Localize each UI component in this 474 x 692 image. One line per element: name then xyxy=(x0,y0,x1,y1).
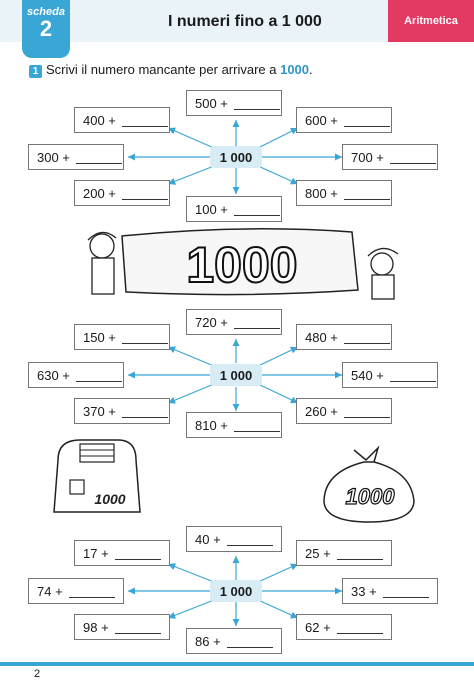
addend-label: 500 + xyxy=(195,95,228,111)
addend-label: 100 + xyxy=(195,201,228,217)
addend-label: 810 + xyxy=(195,417,228,433)
sum-box: 62 + xyxy=(296,614,392,640)
sum-box: 480 + xyxy=(296,324,392,350)
sum-box: 700 + xyxy=(342,144,438,170)
page-header: scheda 2 I numeri fino a 1 000 Aritmetic… xyxy=(0,0,474,58)
addend-label: 25 + xyxy=(305,545,331,561)
answer-blank[interactable] xyxy=(121,331,168,344)
sum-box: 810 + xyxy=(186,412,282,438)
exercise-number: 1 xyxy=(29,65,42,78)
arrows-group-1 xyxy=(127,120,342,194)
answer-blank[interactable] xyxy=(336,621,383,634)
answer-blank[interactable] xyxy=(114,547,161,560)
answer-blank[interactable] xyxy=(68,585,115,598)
scheda-badge: scheda 2 xyxy=(22,0,70,58)
answer-blank[interactable] xyxy=(233,316,280,329)
sum-box: 600 + xyxy=(296,107,392,133)
addend-label: 150 + xyxy=(83,329,116,345)
subject-tab: Aritmetica xyxy=(388,0,474,42)
addend-label: 40 + xyxy=(195,531,221,547)
answer-blank[interactable] xyxy=(233,203,280,216)
sum-box: 74 + xyxy=(28,578,124,604)
addend-label: 74 + xyxy=(37,583,63,599)
schoolbag-illustration: 1000 xyxy=(53,439,141,513)
sum-box: 260 + xyxy=(296,398,392,424)
answer-blank[interactable] xyxy=(226,533,273,546)
answer-blank[interactable] xyxy=(121,187,168,200)
answer-blank[interactable] xyxy=(114,621,161,634)
exercise-instruction: 1 Scrivi il numero mancante per arrivare … xyxy=(29,62,313,78)
addend-label: 720 + xyxy=(195,314,228,330)
addend-label: 300 + xyxy=(37,149,70,165)
answer-blank[interactable] xyxy=(343,405,390,418)
addend-label: 98 + xyxy=(83,619,109,635)
sum-box: 720 + xyxy=(186,309,282,335)
sum-box: 86 + xyxy=(186,628,282,654)
page-number: 2 xyxy=(34,668,41,680)
sum-box: 300 + xyxy=(28,144,124,170)
instruction-text: Scrivi il numero mancante per arrivare a xyxy=(46,62,281,77)
addend-label: 62 + xyxy=(305,619,331,635)
addend-label: 630 + xyxy=(37,367,70,383)
sum-box: 500 + xyxy=(186,90,282,116)
answer-blank[interactable] xyxy=(389,369,436,382)
sum-box: 400 + xyxy=(74,107,170,133)
addend-label: 400 + xyxy=(83,112,116,128)
sum-box: 630 + xyxy=(28,362,124,388)
addend-label: 600 + xyxy=(305,112,338,128)
answer-blank[interactable] xyxy=(343,114,390,127)
sum-box: 25 + xyxy=(296,540,392,566)
sum-box: 17 + xyxy=(74,540,170,566)
sum-box: 40 + xyxy=(186,526,282,552)
page-title: I numeri fino a 1 000 xyxy=(168,13,322,30)
sum-box: 98 + xyxy=(74,614,170,640)
sum-box: 33 + xyxy=(342,578,438,604)
addend-label: 370 + xyxy=(83,403,116,419)
answer-blank[interactable] xyxy=(233,97,280,110)
answer-blank[interactable] xyxy=(233,419,280,432)
center-1000: 1 000 xyxy=(210,364,262,386)
badge-number: 2 xyxy=(39,16,53,41)
addend-label: 260 + xyxy=(305,403,338,419)
badge-label: scheda xyxy=(27,6,65,18)
center-1000: 1 000 xyxy=(210,146,262,168)
answer-blank[interactable] xyxy=(121,114,168,127)
arrows-group-3 xyxy=(127,556,342,626)
sum-box: 800 + xyxy=(296,180,392,206)
answer-blank[interactable] xyxy=(336,547,383,560)
addend-label: 540 + xyxy=(351,367,384,383)
addend-label: 17 + xyxy=(83,545,109,561)
addend-label: 800 + xyxy=(305,185,338,201)
money-sack-illustration: 1000 xyxy=(323,445,415,523)
answer-blank[interactable] xyxy=(343,331,390,344)
addend-label: 700 + xyxy=(351,149,384,165)
addend-label: 86 + xyxy=(195,633,221,649)
answer-blank[interactable] xyxy=(75,369,122,382)
answer-blank[interactable] xyxy=(75,151,122,164)
sack-number-text: 1000 xyxy=(346,484,396,509)
answer-blank[interactable] xyxy=(382,585,429,598)
sum-box: 540 + xyxy=(342,362,438,388)
answer-blank[interactable] xyxy=(121,405,168,418)
answer-blank[interactable] xyxy=(389,151,436,164)
banner-number-text: 1000 xyxy=(186,237,297,293)
footer-rule xyxy=(0,662,474,666)
answer-blank[interactable] xyxy=(226,635,273,648)
bag-number-text: 1000 xyxy=(94,491,125,507)
instruction-end: . xyxy=(309,62,313,77)
addend-label: 480 + xyxy=(305,329,338,345)
addend-label: 33 + xyxy=(351,583,377,599)
arrows-group-2 xyxy=(127,339,342,411)
kids-banner-illustration: 1000 xyxy=(87,228,399,300)
sum-box: 100 + xyxy=(186,196,282,222)
sum-box: 200 + xyxy=(74,180,170,206)
sum-box: 370 + xyxy=(74,398,170,424)
sum-box: 150 + xyxy=(74,324,170,350)
addend-label: 200 + xyxy=(83,185,116,201)
center-1000: 1 000 xyxy=(210,580,262,602)
answer-blank[interactable] xyxy=(343,187,390,200)
instruction-highlight: 1000 xyxy=(280,62,310,77)
